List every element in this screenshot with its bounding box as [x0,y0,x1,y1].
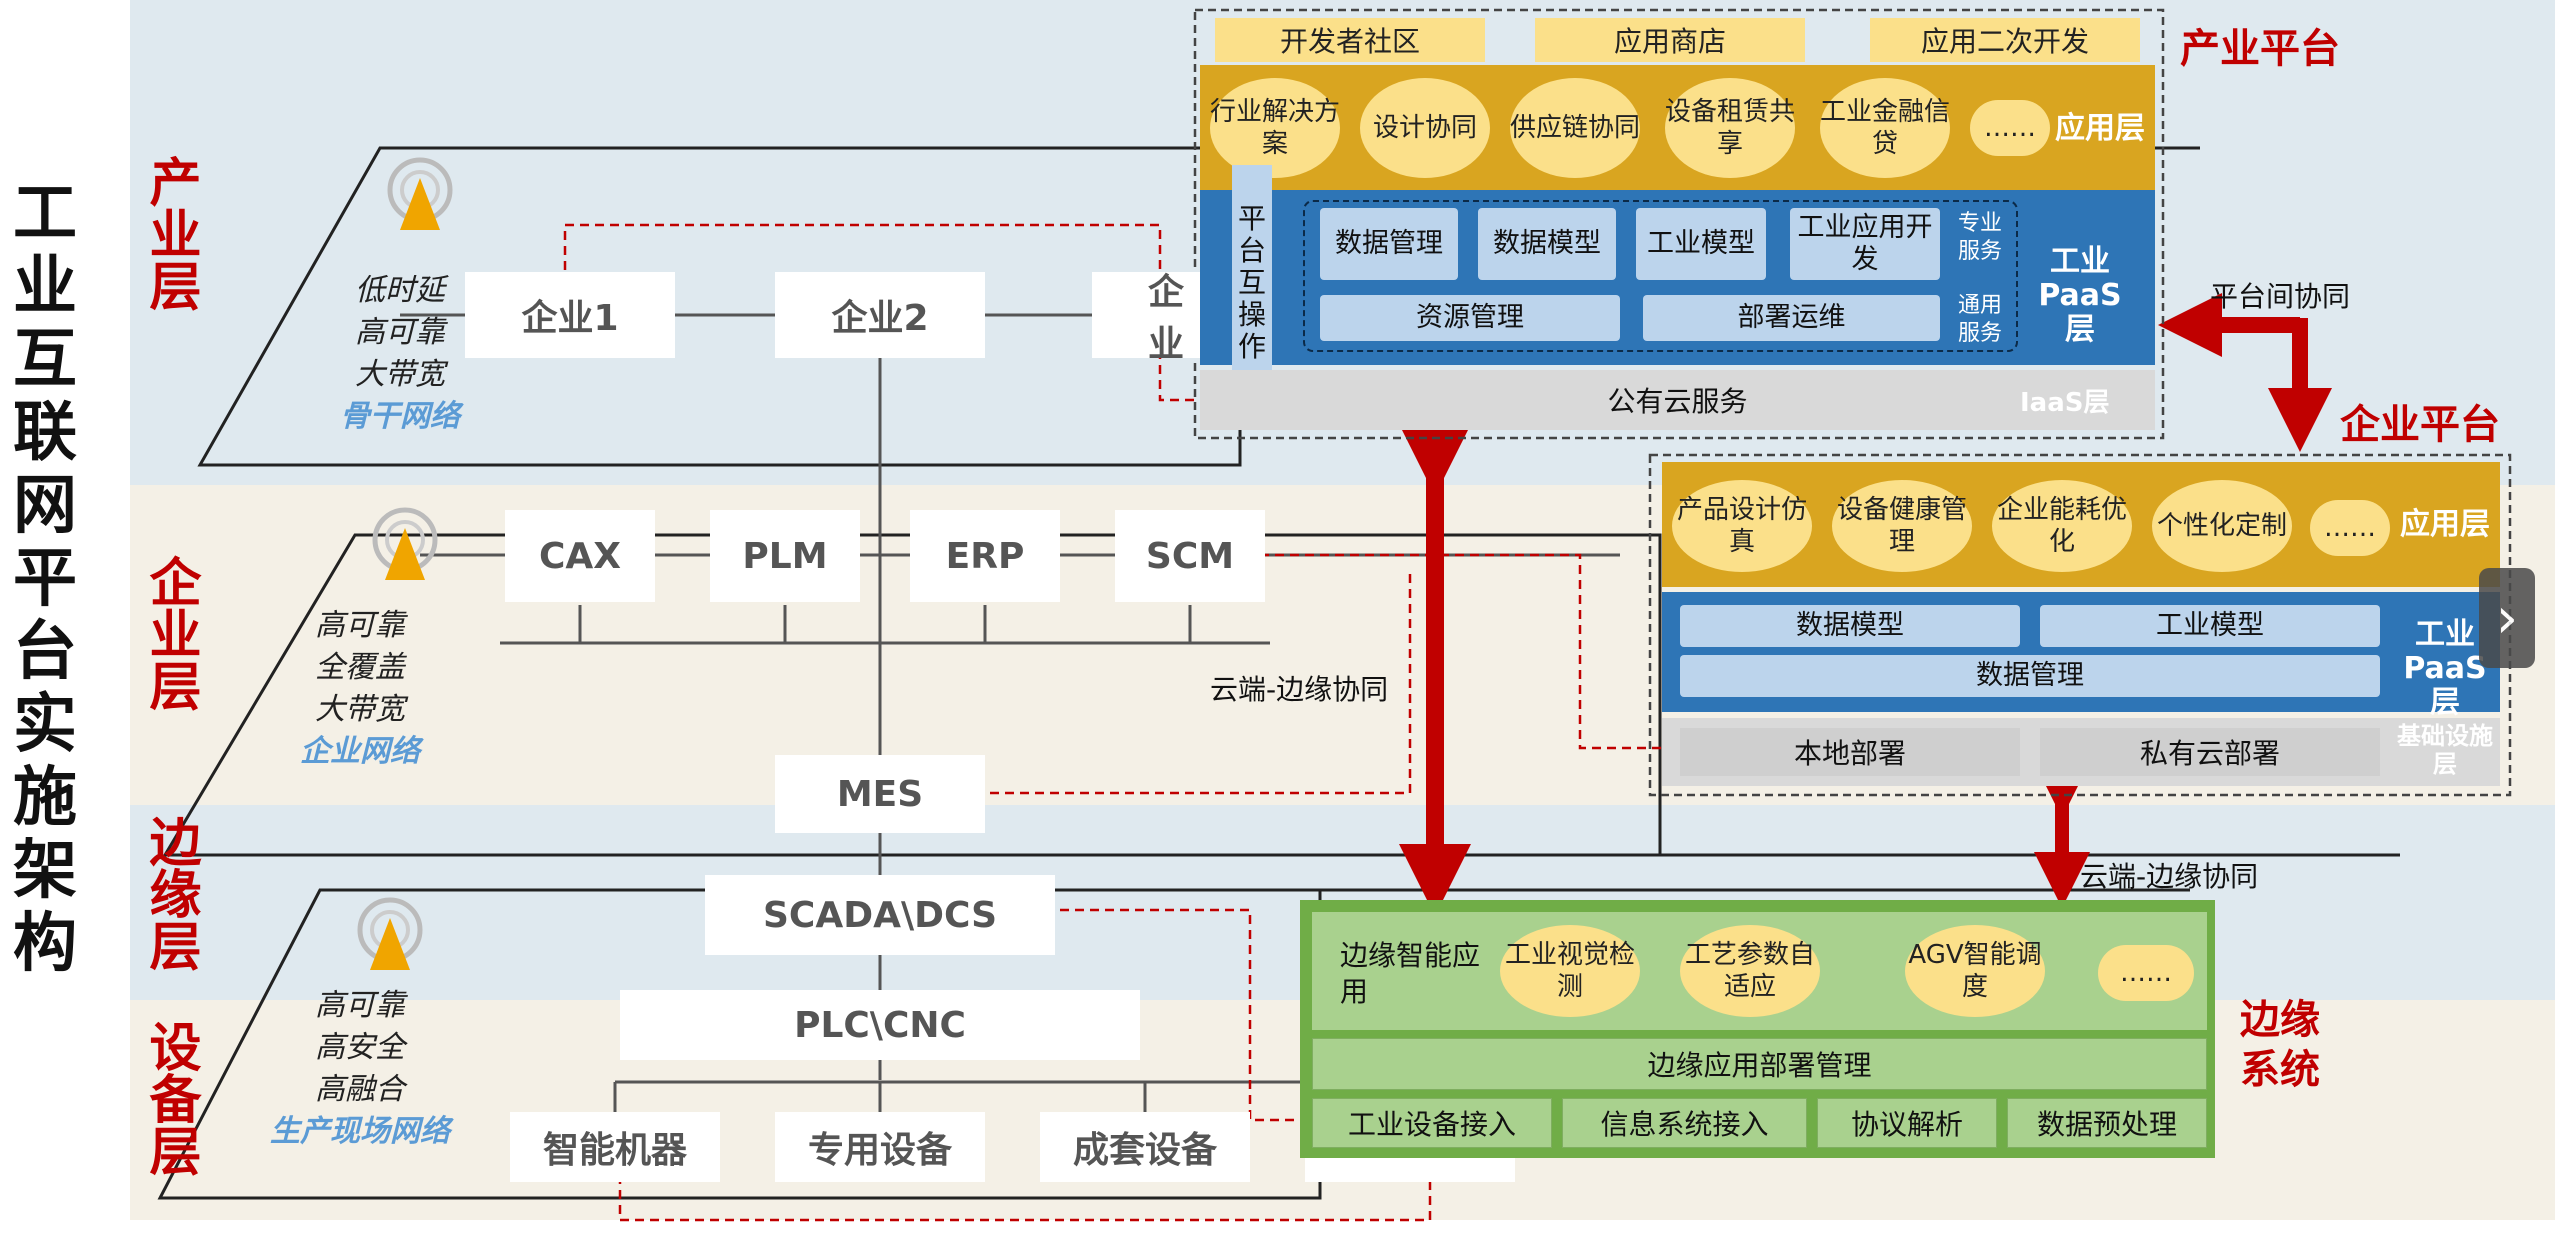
system-cax: CAX [505,510,655,602]
device-special-equipment: 专用设备 [775,1112,985,1182]
industry-node-1: 企业1 [465,272,675,358]
edge-deploy-mgmt: 边缘应用部署管理 [1312,1038,2207,1090]
ent-industry-model: 工业模型 [2040,605,2380,647]
app-vision-inspection: 工业视觉检测 [1500,925,1640,1017]
next-slide-button[interactable]: › [2479,568,2535,668]
service-resource-mgmt: 资源管理 [1320,295,1620,341]
pro-services-label: 专业服务 [1957,211,2002,264]
service-industry-app-dev: 工业应用开发 [1790,208,1940,280]
edge-app-more: …… [2098,945,2194,1001]
service-data-model: 数据模型 [1478,208,1616,280]
enterprise-app-layer-label: 应用层 [2400,507,2490,542]
app-more: …… [1970,100,2050,156]
edge-info-access: 信息系统接入 [1562,1098,1807,1148]
system-scada: SCADA\DCS [705,875,1055,955]
network-production: 高可靠 高安全 高融合 生产现场网络 [270,988,450,1149]
app-industry-solution: 行业解决方案 [1210,78,1340,178]
edge-system-title: 边缘系统 [2240,997,2320,1093]
app-equipment-leasing: 设备租赁共享 [1665,78,1795,178]
infra-label: 基础设施层 [2397,722,2493,778]
app-industrial-finance: 工业金融信贷 [1820,78,1950,178]
layer-label-enterprise: 企业层 [140,555,200,711]
app-product-design: 产品设计仿真 [1672,480,1812,572]
device-smart-machine: 智能机器 [510,1112,720,1182]
enterprise-platform-title: 企业平台 [2340,402,2500,448]
private-cloud-deploy: 私有云部署 [2040,728,2380,776]
enterprise-app-more: …… [2310,500,2390,556]
app-equipment-health: 设备健康管理 [1832,480,1972,572]
cloud-edge-label-1: 云端-边缘协同 [1210,673,1389,706]
layer-label-industry: 产业层 [140,155,200,311]
industry-node-3: 企业 [1092,272,1202,358]
layer-label-device: 设备层 [140,1020,200,1176]
edge-device-access: 工业设备接入 [1312,1098,1552,1148]
app-design-collab: 设计协同 [1360,78,1490,178]
system-scm: SCM [1115,510,1265,602]
system-mes: MES [775,755,985,833]
system-plm: PLM [710,510,860,602]
layer-label-edge: 边缘层 [140,815,200,971]
antenna-icon-enterprise [372,507,438,580]
service-deploy-ops: 部署运维 [1643,295,1940,341]
cloud-edge-label-2: 云端-边缘协同 [2080,860,2259,893]
app-store: 应用商店 [1535,18,1805,62]
ent-data-mgmt: 数据管理 [1680,655,2380,697]
industry-app-layer-label: 应用层 [2055,111,2145,146]
app-energy-opt: 企业能耗优化 [1992,480,2132,572]
dev-community: 开发者社区 [1215,18,1485,62]
industry-platform-title: 产业平台 [2180,26,2340,72]
plane-industry [197,146,1242,467]
service-industry-model: 工业模型 [1636,208,1766,280]
industry-paas-label: 工业PaaS层 [2038,244,2122,347]
enterprise-paas-label: 工业PaaS层 [2403,617,2487,720]
network-enterprise: 高可靠 全覆盖 大带宽 企业网络 [300,608,420,769]
chevron-right-icon: › [2495,585,2519,651]
edge-protocol-parse: 协议解析 [1817,1098,1997,1148]
app-secondary-dev: 应用二次开发 [1870,18,2140,62]
service-data-mgmt: 数据管理 [1320,208,1458,280]
platform-link-label: 平台间协同 [2210,280,2351,313]
ent-data-model: 数据模型 [1680,605,2020,647]
edge-intel-app: 边缘智能应用 [1340,939,1481,1008]
common-services-label: 通用服务 [1957,293,2002,346]
network-backbone: 低时延 高可靠 大带宽 骨干网络 [340,273,460,434]
app-process-param: 工艺参数自适应 [1680,925,1820,1017]
local-deploy: 本地部署 [1680,728,2020,776]
app-agv-dispatch: AGV智能调度 [1905,925,2045,1017]
service-frame [1303,200,2018,352]
device-complete-equipment: 成套设备 [1040,1112,1250,1182]
industry-node-2: 企业2 [775,272,985,358]
antenna-icon-industry [387,157,453,230]
system-plc: PLC\CNC [620,990,1140,1060]
app-customization: 个性化定制 [2152,480,2292,572]
public-cloud: 公有云服务 [1200,370,2155,430]
industry-platform-frame [1193,8,2165,440]
page-title: 工业互联网平台实施架构 [13,177,77,981]
app-supply-chain: 供应链协同 [1510,78,1640,178]
edge-data-preprocess: 数据预处理 [2007,1098,2207,1148]
arrow-platform-link [2175,320,2300,440]
iaas-label: IaaS层 [2020,387,2110,418]
system-erp: ERP [910,510,1060,602]
antenna-icon-edge [357,897,423,970]
